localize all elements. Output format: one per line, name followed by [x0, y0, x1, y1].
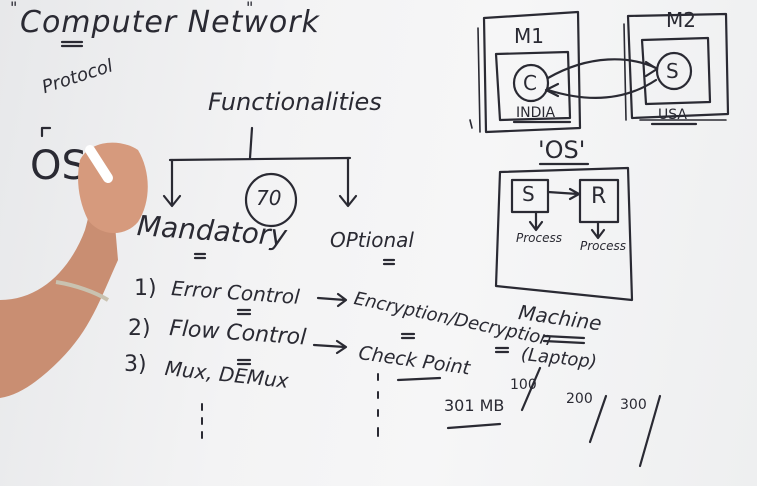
os-label: OS: [30, 143, 87, 189]
title-quote-left: ": [10, 0, 18, 17]
process-left-label: Process: [516, 231, 562, 245]
machine-2-label: M2: [666, 8, 696, 32]
arrow-checkpoint: [312, 339, 348, 355]
tree-bar: [168, 156, 352, 162]
m2-box: [626, 12, 730, 120]
arrow-c-to-s: [546, 58, 658, 80]
os-bracket: [40, 126, 52, 138]
os-box: [494, 166, 634, 302]
server-circle: [655, 51, 693, 91]
tick-200: 200: [566, 391, 593, 407]
optional-underline: [382, 258, 396, 266]
arrow-encryption: [316, 292, 348, 308]
arrow-head-left: [162, 194, 182, 208]
page-title: Computer Network: [20, 5, 320, 40]
arrow-head-right: [338, 194, 358, 208]
client-circle: [512, 63, 550, 103]
count-label: 70: [256, 186, 282, 210]
tick-300: 300: [620, 397, 647, 413]
machine-1-label: M1: [514, 24, 544, 48]
receiver-box: [578, 178, 620, 224]
title-underline: [60, 40, 84, 48]
os-box-label: 'OS': [538, 136, 586, 164]
optional-label: OPtional: [330, 228, 414, 252]
client-label: C: [523, 71, 537, 95]
title-quote-right: ": [246, 0, 254, 17]
sender-box: [510, 178, 550, 214]
tree-stem: [248, 126, 254, 160]
usa-label: USA: [658, 107, 687, 123]
mandatory-underline: [193, 252, 207, 260]
m1-box: [482, 10, 582, 134]
receiver-label: R: [591, 184, 607, 209]
mandatory-item-1-number: 1): [134, 276, 157, 301]
functionalities-label: Functionalities: [208, 88, 382, 116]
mandatory-item-2-number: 2): [128, 316, 151, 341]
m2-inner-box: [640, 36, 712, 106]
tick-100: 100: [510, 377, 537, 393]
sender-label: S: [522, 182, 535, 206]
m1-inner-box: [494, 50, 572, 122]
count-circle: [244, 172, 298, 228]
server-label: S: [666, 59, 679, 83]
mandatory-item-3-number: 3): [124, 352, 147, 377]
process-right-label: Process: [580, 239, 626, 253]
india-label: INDIA: [516, 105, 556, 121]
size-note: 301 MB: [444, 396, 505, 415]
arrow-s-to-c: [546, 78, 658, 99]
